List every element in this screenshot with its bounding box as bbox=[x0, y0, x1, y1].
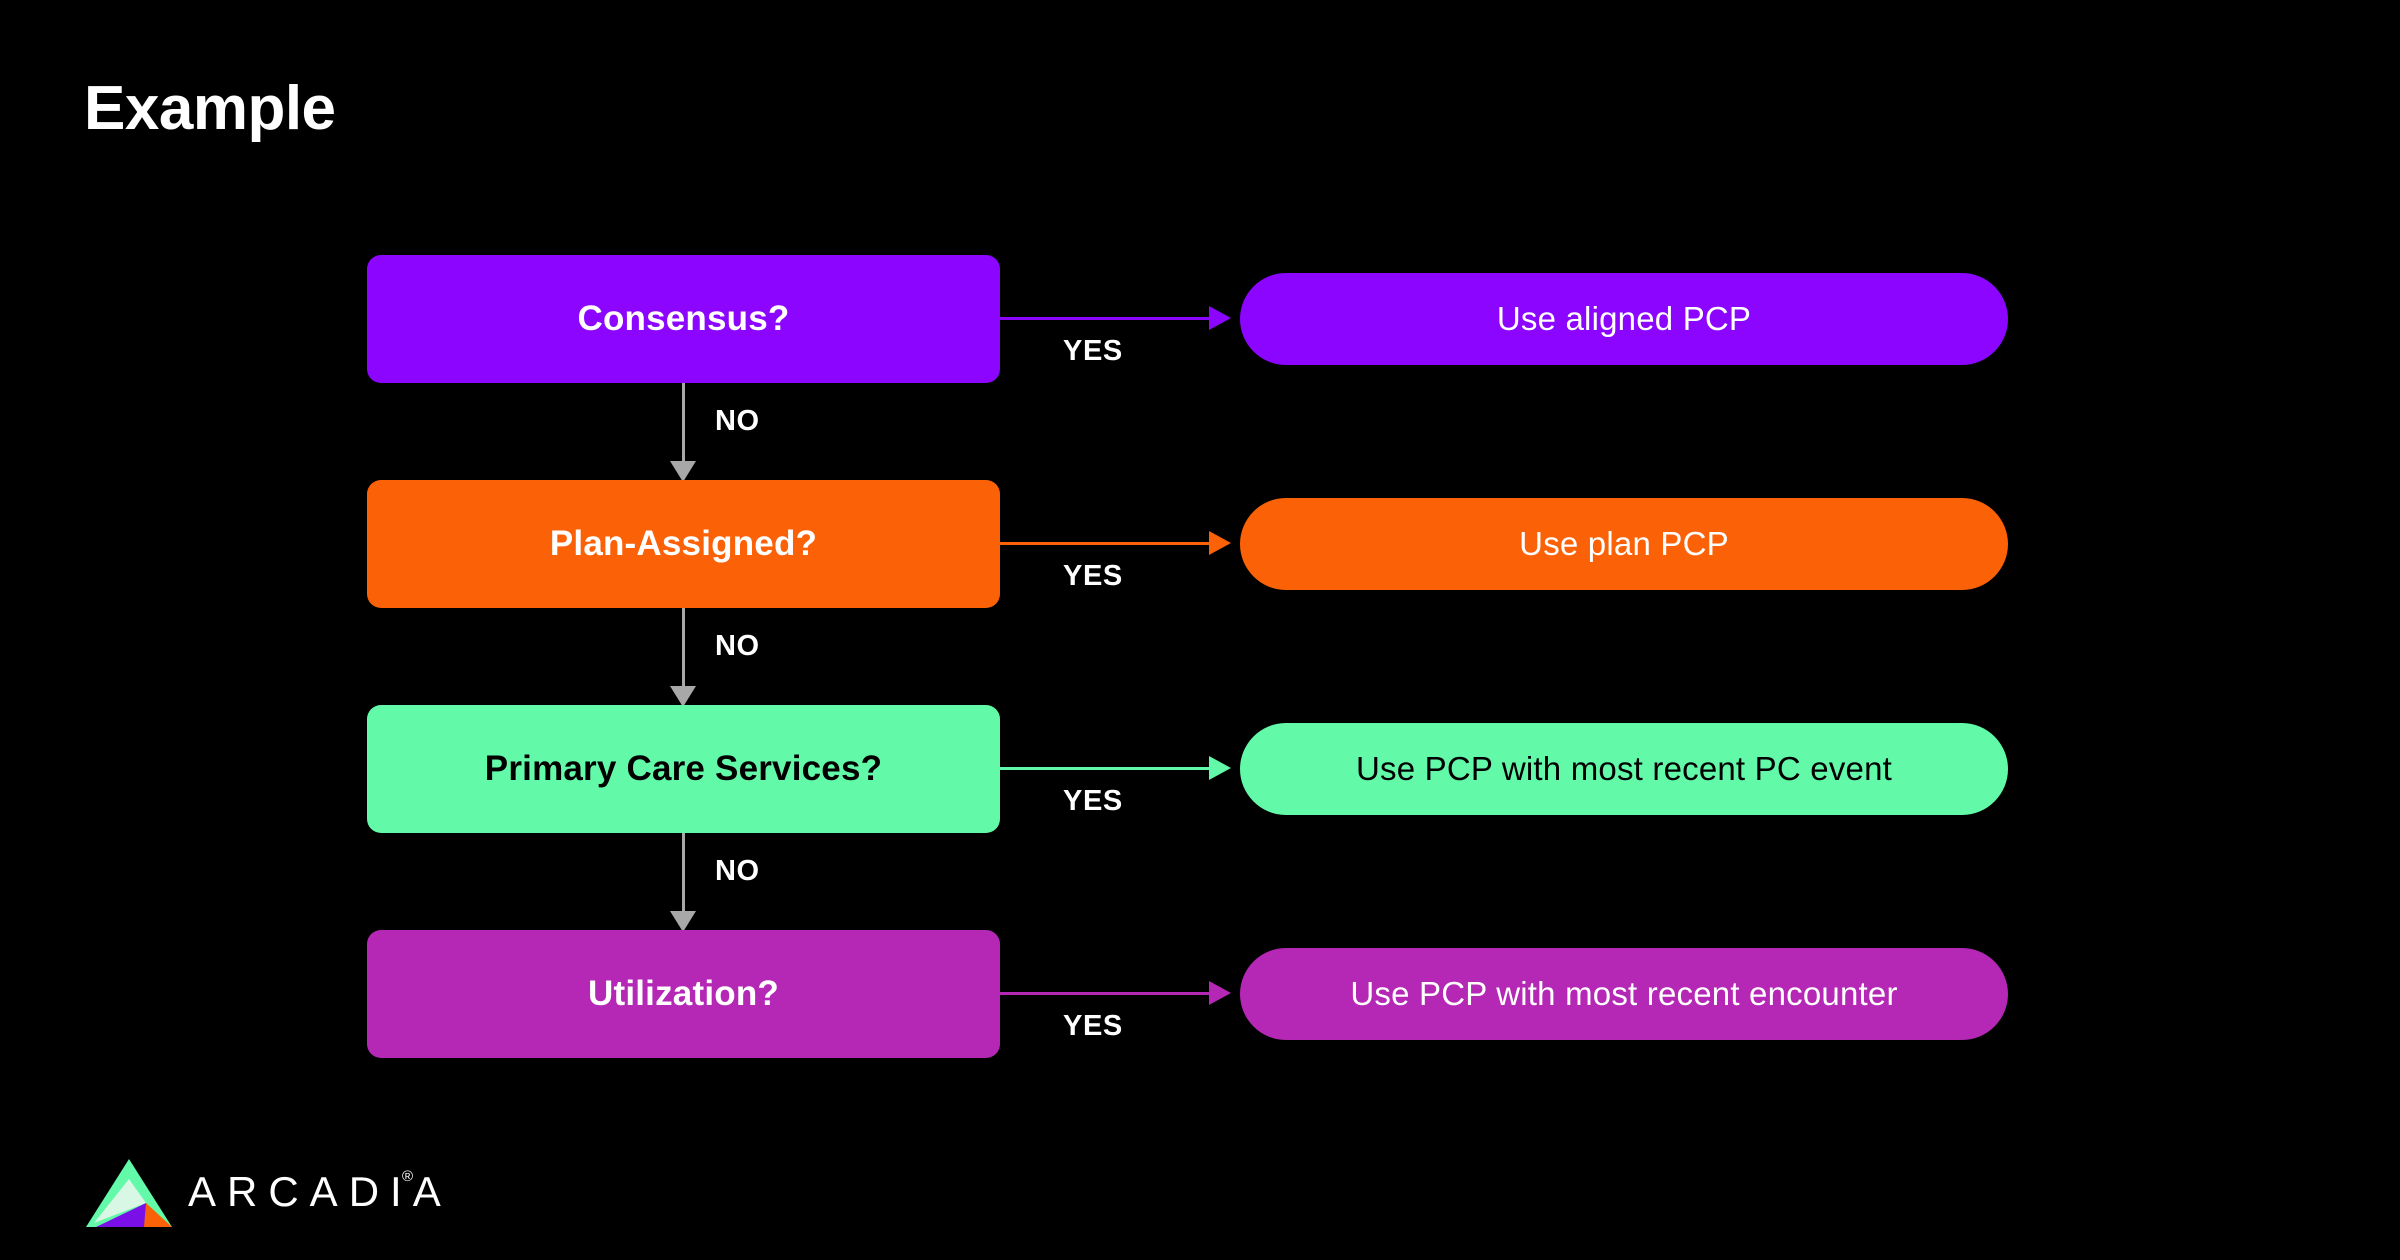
decision-box-utilization[interactable]: Utilization? bbox=[367, 930, 1000, 1058]
page-title: Example bbox=[84, 74, 336, 143]
no-label-2: NO bbox=[715, 630, 760, 662]
result-pill-use-pcp-most-recent-pc-event[interactable]: Use PCP with most recent PC event bbox=[1240, 723, 2008, 815]
no-connector-line-3 bbox=[682, 833, 685, 921]
no-arrowhead-2 bbox=[670, 686, 696, 707]
yes-arrowhead-consensus bbox=[1209, 306, 1231, 330]
yes-arrowhead-primary-care-services bbox=[1209, 756, 1231, 780]
no-arrowhead-3 bbox=[670, 911, 696, 932]
decision-box-plan-assigned[interactable]: Plan-Assigned? bbox=[367, 480, 1000, 608]
registered-trademark-icon: ® bbox=[402, 1168, 414, 1185]
result-pill-use-aligned-pcp[interactable]: Use aligned PCP bbox=[1240, 273, 2008, 365]
no-connector-line-2 bbox=[682, 608, 685, 696]
flow-row-consensus: Consensus? YES Use aligned PCP bbox=[0, 255, 2400, 401]
no-arrowhead-1 bbox=[670, 461, 696, 482]
yes-arrowhead-plan-assigned bbox=[1209, 531, 1231, 555]
result-pill-use-plan-pcp[interactable]: Use plan PCP bbox=[1240, 498, 2008, 590]
decision-box-label: Plan-Assigned? bbox=[549, 523, 818, 563]
yes-label-primary-care-services: YES bbox=[1063, 785, 1123, 817]
no-label-1: NO bbox=[715, 405, 760, 437]
result-pill-label: Use aligned PCP bbox=[1496, 300, 1752, 338]
flow-row-utilization: Utilization? YES Use PCP with most recen… bbox=[0, 930, 2400, 1076]
yes-connector-line-utilization bbox=[1000, 992, 1213, 995]
decision-box-consensus[interactable]: Consensus? bbox=[367, 255, 1000, 383]
decision-box-label: Primary Care Services? bbox=[484, 748, 883, 788]
yes-connector-line-primary-care-services bbox=[1000, 767, 1213, 770]
arcadia-logo: ARCADIA ® bbox=[84, 1155, 441, 1233]
decision-box-primary-care-services[interactable]: Primary Care Services? bbox=[367, 705, 1000, 833]
decision-box-label: Utilization? bbox=[588, 973, 779, 1013]
no-connector-line-1 bbox=[682, 383, 685, 471]
result-pill-use-pcp-most-recent-encounter[interactable]: Use PCP with most recent encounter bbox=[1240, 948, 2008, 1040]
yes-label-utilization: YES bbox=[1063, 1010, 1123, 1042]
arcadia-wordmark: ARCADIA bbox=[188, 1168, 452, 1215]
yes-arrowhead-utilization bbox=[1209, 981, 1231, 1005]
no-label-3: NO bbox=[715, 855, 760, 887]
flow-row-primary-care-services: Primary Care Services? YES Use PCP with … bbox=[0, 705, 2400, 851]
yes-connector-line-consensus bbox=[1000, 317, 1213, 320]
result-pill-label: Use PCP with most recent encounter bbox=[1350, 975, 1898, 1013]
arcadia-triangle-logo-icon bbox=[86, 1159, 172, 1227]
yes-connector-line-plan-assigned bbox=[1000, 542, 1213, 545]
yes-label-consensus: YES bbox=[1063, 335, 1123, 367]
flow-row-plan-assigned: Plan-Assigned? YES Use plan PCP bbox=[0, 480, 2400, 626]
decision-box-label: Consensus? bbox=[577, 298, 790, 338]
result-pill-label: Use plan PCP bbox=[1519, 525, 1729, 563]
yes-label-plan-assigned: YES bbox=[1063, 560, 1123, 592]
result-pill-label: Use PCP with most recent PC event bbox=[1355, 750, 1893, 788]
